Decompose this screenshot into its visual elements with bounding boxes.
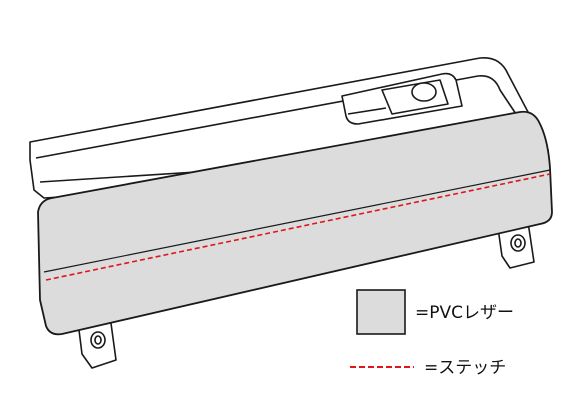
latch-handle	[341, 72, 463, 125]
legend-pvc-swatch	[356, 289, 406, 335]
stitch-line	[45, 173, 551, 281]
legend-pvc-label: =PVCレザー	[415, 303, 514, 323]
lid-top-front-edge	[35, 74, 521, 159]
latch-button-hole	[411, 82, 437, 102]
hinge-bracket-left	[77, 315, 117, 369]
legend-stitch-label: =ステッチ	[424, 358, 506, 378]
legend: =PVCレザー =ステッチ	[350, 289, 514, 378]
latch-recess-shadow	[347, 107, 387, 115]
pvc-leather-panel	[37, 110, 553, 336]
panel-seam-line	[43, 169, 551, 273]
